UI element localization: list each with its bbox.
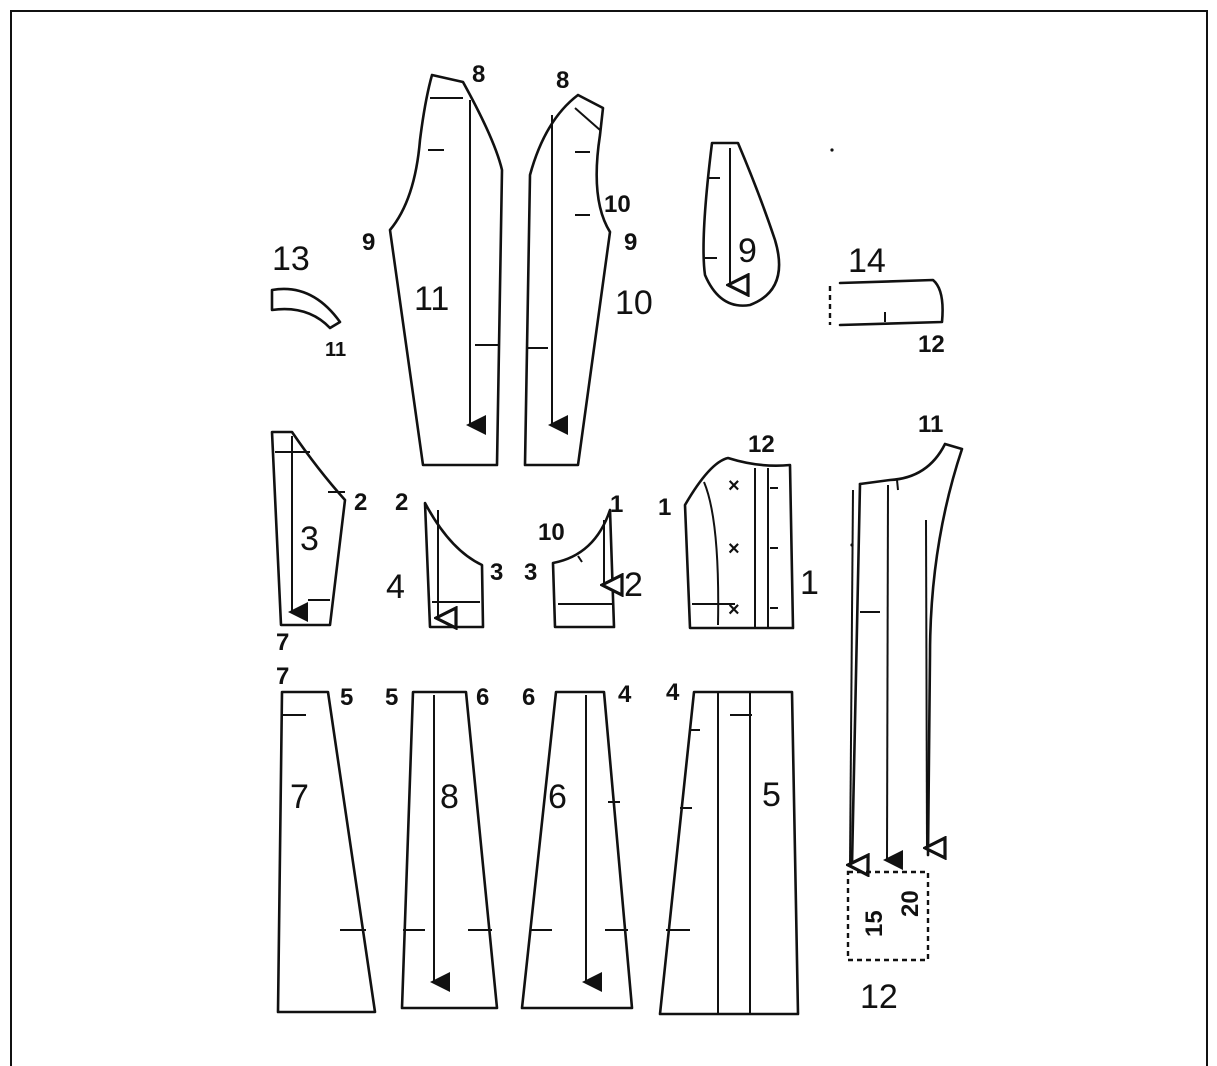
label-piece-13: 13 [272,240,310,278]
mark-12-piece1: 12 [748,431,775,458]
svg-text:×: × [728,475,740,497]
piece-12-facing: 15 20 11 12 [848,411,964,1016]
piece-1: × × × 12 1 1 [658,431,819,630]
mark-9-right: 9 [624,229,637,256]
mark-9-left: 9 [362,229,375,256]
svg-text:×: × [728,538,740,560]
piece-13: 13 11 [270,240,346,361]
label-piece-3: 3 [300,520,319,558]
mark-2-piece4: 2 [395,489,408,516]
label-piece-14: 14 [848,242,886,280]
label-piece-1: 1 [800,564,819,602]
mark-1-piece1-left: 1 [658,494,671,521]
label-piece-4: 4 [386,568,405,606]
piece-14-strip: 14 12 [828,242,945,358]
diagram-border [10,10,1208,1066]
mark-5-piece7: 5 [340,684,353,711]
piece-10-sleeve: 10 8 10 9 [523,67,653,467]
mark-10-piece2: 10 [538,519,565,546]
piece-3: 3 2 7 [270,430,367,656]
piece-7: 7 7 5 [276,663,377,1014]
piece-11-sleeve: 11 8 9 [362,61,504,467]
label-piece-2: 2 [624,566,643,604]
mark-3-piece4: 3 [490,559,503,586]
piece-4: 4 2 3 [386,489,503,627]
mark-4-piece6: 4 [618,681,632,708]
mark-7-lower: 7 [276,663,289,690]
piece-6: 6 6 4 [520,681,634,1010]
mark-2-piece3: 2 [354,489,367,516]
piece-9-pocket: 9 [702,141,781,307]
label-piece-11: 11 [414,280,449,318]
mark-12-strip: 12 [918,331,945,358]
extension-width-15: 15 [861,910,888,937]
label-piece-12: 12 [860,978,898,1016]
mark-6-piece6: 6 [522,684,535,711]
mark-7-upper: 7 [276,629,289,656]
label-piece-6: 6 [548,778,567,816]
label-piece-8: 8 [440,778,459,816]
label-piece-9: 9 [738,232,757,270]
mark-10-sleeve: 10 [604,191,631,218]
mark-4-piece5: 4 [666,679,680,706]
mark-3-piece2: 3 [524,559,537,586]
piece-2: 2 10 1 3 [524,491,643,629]
extension-width-20: 20 [897,890,924,917]
mark-11-small: 11 [325,339,346,361]
mark-8-right: 8 [556,67,569,94]
mark-6-piece8: 6 [476,684,489,711]
svg-text:×: × [728,599,740,621]
label-piece-7: 7 [290,778,309,816]
mark-11-facing: 11 [918,411,943,438]
piece-5: 5 4 [658,679,800,1016]
piece-8: 8 5 6 [385,684,499,1010]
mark-8-left: 8 [472,61,485,88]
mark-5-piece8: 5 [385,684,398,711]
label-piece-5: 5 [762,776,781,814]
label-piece-10: 10 [615,284,653,322]
mark-1-piece2: 1 [610,491,623,518]
